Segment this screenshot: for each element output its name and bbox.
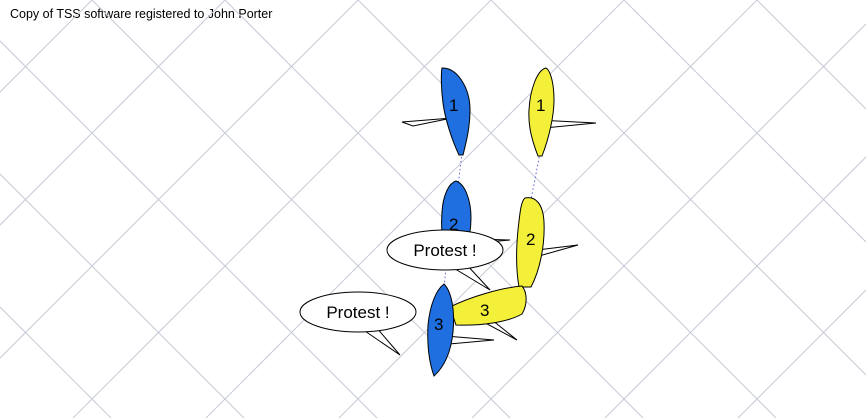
yellow-boat-2-label: 2 [526, 230, 535, 249]
grid-line [0, 40, 378, 418]
protest-bubble-2: Protest ! [299, 291, 417, 356]
blue-boat-1-sail [401, 117, 453, 127]
protest-bubble-2-text: Protest ! [326, 303, 389, 322]
blue-boat-1-label: 1 [449, 96, 458, 115]
yellow-track-1-2 [530, 152, 541, 201]
blue-boat-3-hull [427, 283, 455, 377]
grid-line [737, 289, 866, 418]
grid-line [0, 0, 359, 359]
yellow-boat-1-hull [528, 67, 555, 157]
protest-bubble-2-body [299, 291, 417, 333]
grid-line [72, 0, 492, 418]
protest-bubble-1: Protest ! [386, 229, 504, 291]
blue-boat-2-label: 2 [449, 215, 458, 234]
grid-line [756, 0, 866, 110]
grid-line [490, 0, 866, 376]
yellow-boat-3: 3 [449, 285, 527, 341]
grid-line [0, 173, 245, 418]
yellow-boat-3-hull [449, 285, 527, 326]
yellow-boat-2-hull [516, 197, 545, 288]
protest-bubble-1-body [386, 229, 504, 271]
grid-line [338, 0, 758, 418]
protest-bubble-1-joint [451, 262, 467, 269]
grid-line [0, 0, 226, 226]
grid-line [623, 0, 866, 243]
protest-bubble-1-text: Protest ! [413, 241, 476, 260]
yellow-boat-3-label: 3 [480, 301, 489, 320]
grid-line [357, 0, 777, 418]
blue-boat-1: 1 [401, 67, 471, 156]
blue-boat-3-label: 3 [434, 315, 443, 334]
grid-line [471, 23, 866, 418]
grid-line [224, 0, 644, 418]
yellow-boat-1-label: 1 [536, 96, 545, 115]
blue-boat-3: 3 [427, 283, 495, 377]
yellow-boat-2: 2 [516, 197, 579, 288]
grid-line [0, 306, 112, 418]
blue-boat-1-hull [440, 67, 471, 156]
grid-line [0, 0, 93, 93]
yellow-boat-1: 1 [528, 67, 597, 157]
blue-track-1-2 [457, 152, 463, 187]
grid-line [205, 0, 625, 418]
protest-bubble-2-joint [361, 325, 377, 331]
grid-line [604, 156, 866, 418]
